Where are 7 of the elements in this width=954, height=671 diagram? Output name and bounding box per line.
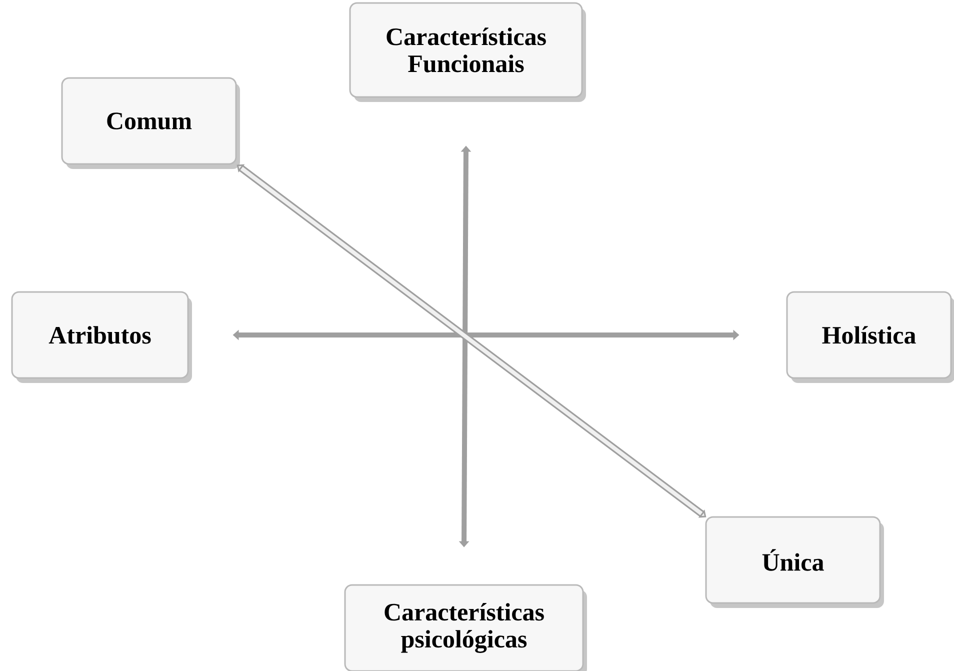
text-box: Comum	[61, 77, 240, 169]
text-box: Características psicológicas	[344, 584, 587, 671]
text-box: Holística	[786, 291, 954, 383]
text-box: Atributos	[11, 291, 192, 383]
arrow	[236, 164, 706, 518]
text-box: Características Funcionais	[349, 2, 586, 102]
text-box: Única	[705, 516, 884, 608]
